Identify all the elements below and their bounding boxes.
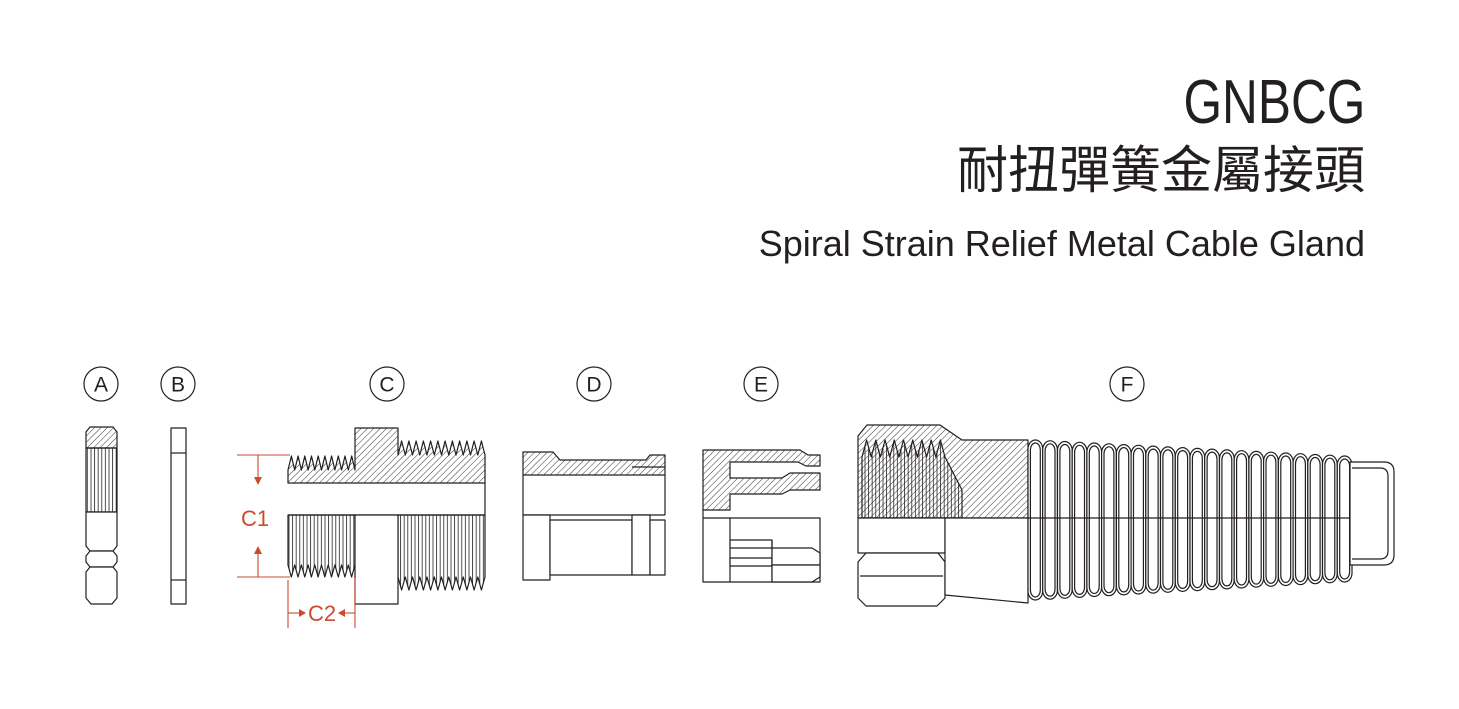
spiral-rib-inner <box>1206 451 1218 588</box>
product-code: GNBCG <box>1183 68 1365 137</box>
product-title-zh: 耐扭彈簧金屬接頭 <box>956 142 1365 201</box>
spiral-rib-inner <box>1103 446 1115 594</box>
part-f-thread <box>861 439 963 519</box>
label-circle <box>83 366 119 402</box>
part-label-d: D <box>576 366 612 402</box>
arrow-up-icon <box>254 546 262 554</box>
part-c-collar <box>354 514 399 605</box>
label-circle <box>160 366 196 402</box>
part-b-drawing <box>170 427 187 605</box>
label-circle <box>576 366 612 402</box>
spiral-rib-inner <box>1221 452 1233 587</box>
part-e-section <box>702 449 821 511</box>
part-e-drawing <box>702 449 821 583</box>
arrow-left-icon <box>338 609 345 617</box>
part-b-washer <box>170 427 187 605</box>
part-f-body <box>944 517 1029 604</box>
part-c-drawing <box>287 427 486 605</box>
label-circle <box>743 366 779 402</box>
label-text: D <box>586 374 601 397</box>
spiral-rib-inner <box>1280 455 1292 584</box>
product-title-en: Spiral Strain Relief Metal Cable Gland <box>758 223 1365 264</box>
label-text: B <box>171 374 185 397</box>
spiral-rib-inner <box>1088 445 1100 595</box>
part-label-f: F <box>1109 366 1145 402</box>
label-circle <box>1109 366 1145 402</box>
part-d-face <box>649 519 666 576</box>
part-d-face <box>631 514 651 576</box>
spiral-rib-inner <box>1162 449 1174 590</box>
spiral-rib-inner <box>1118 447 1130 593</box>
arrow-right-icon <box>299 609 306 617</box>
label-text: E <box>754 374 768 397</box>
label-text: A <box>94 374 108 397</box>
spiral-rib-inner <box>1177 450 1189 590</box>
label-circle <box>369 366 405 402</box>
part-f-end-cap <box>1349 461 1395 566</box>
arrow-down-icon <box>254 477 262 485</box>
dimension-label-c1: C1 <box>241 506 269 531</box>
spiral-rib-inner <box>1073 444 1086 595</box>
part-a-face <box>85 511 118 552</box>
part-a-thread <box>85 447 118 513</box>
part-label-b: B <box>160 366 196 402</box>
spiral-rib-inner <box>1250 453 1262 585</box>
part-d-face <box>549 519 633 576</box>
part-a-face <box>85 550 118 568</box>
part-f-cone <box>857 517 946 554</box>
spiral-rib-inner <box>1309 456 1321 582</box>
part-a-face <box>85 566 118 605</box>
part-f-spiral <box>1027 439 1353 601</box>
part-c-thread-left <box>287 514 356 578</box>
spiral-rib-inner <box>1265 454 1277 584</box>
part-f-end-cap-inner <box>1352 467 1389 560</box>
spiral-rib-inner <box>1147 448 1159 591</box>
spiral-rib-inner <box>1059 443 1071 596</box>
part-d-drawing <box>522 451 666 581</box>
part-e-slot <box>729 557 773 567</box>
part-e-finger <box>771 564 821 583</box>
label-text: F <box>1121 374 1134 397</box>
dimension-label-c2: C2 <box>308 601 336 626</box>
dimension-c2: C2 <box>287 578 356 628</box>
spiral-rib-inner <box>1294 456 1306 583</box>
part-c-thread-right <box>397 514 486 591</box>
part-a-drawing <box>85 426 118 605</box>
label-text: C <box>379 374 394 397</box>
spiral-rib-inner <box>1324 457 1336 581</box>
spiral-rib-inner <box>1191 450 1203 589</box>
spiral-rib-inner <box>1235 453 1248 586</box>
part-d-face <box>522 514 551 581</box>
spiral-rib-inner <box>1132 447 1144 592</box>
part-e-slot <box>729 539 773 549</box>
part-c-section <box>287 427 486 484</box>
part-d-section <box>522 451 666 476</box>
spiral-rib-inner <box>1044 443 1056 597</box>
part-f-drawing <box>857 424 1395 607</box>
dimension-c1: C1 <box>237 454 290 578</box>
part-f-hex-nut <box>857 552 946 607</box>
part-label-c: C <box>369 366 405 402</box>
part-label-a: A <box>83 366 119 402</box>
part-e-finger <box>771 547 821 566</box>
part-label-e: E <box>743 366 779 402</box>
spiral-rib-inner <box>1029 442 1041 598</box>
part-a-section <box>85 426 118 449</box>
